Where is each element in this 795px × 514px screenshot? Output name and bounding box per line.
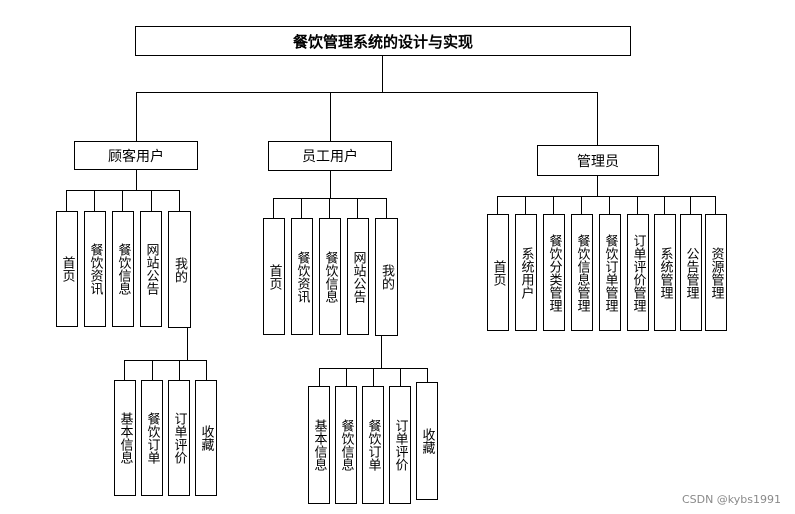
customer-mine-label: 餐饮订单 [144,412,160,464]
admin-item-label: 餐饮信息管理 [574,233,590,312]
staff-item-label: 我的 [379,264,394,290]
admin-item-review-mgmt: 订单评价管理 [627,214,649,331]
customer-item-label: 网站公告 [143,243,159,295]
customer-item-label: 餐饮信息 [115,243,131,295]
staff-item-food-info: 餐饮信息 [319,218,341,335]
admin-item-label: 首页 [490,259,506,286]
staff-item-label: 网站公告 [350,250,366,303]
staff-mine-label: 收藏 [419,428,435,454]
admin-item-label: 公告管理 [683,246,699,299]
admin-item-label: 资源管理 [708,246,724,299]
customer-mine-orders: 餐饮订单 [141,380,163,496]
staff-item-label: 首页 [266,263,282,290]
admin-item-system-mgmt: 系统管理 [654,214,676,331]
admin-role-label: 管理员 [577,153,619,170]
admin-role-box: 管理员 [537,145,659,176]
customer-role-label: 顾客用户 [108,148,164,165]
staff-item-label: 餐饮信息 [322,250,338,303]
root-title-box: 餐饮管理系统的设计与实现 [135,26,631,56]
customer-item-food-info: 餐饮信息 [112,211,134,327]
staff-mine-basic-info: 基本信息 [308,386,330,504]
staff-mine-food-info: 餐饮信息 [335,386,357,504]
admin-item-order-mgmt: 餐饮订单管理 [599,214,621,331]
customer-mine-label: 基本信息 [117,412,133,464]
admin-item-notice-mgmt: 公告管理 [680,214,702,331]
staff-item-home: 首页 [263,218,285,335]
admin-item-category-mgmt: 餐饮分类管理 [543,214,565,331]
staff-item-mine: 我的 [375,218,398,336]
customer-mine-reviews: 订单评价 [168,380,190,496]
staff-item-news: 餐饮资讯 [291,218,313,335]
admin-item-label: 系统用户 [518,246,534,299]
admin-item-label: 餐饮分类管理 [546,233,562,312]
staff-mine-label: 订单评价 [392,419,408,471]
customer-item-news: 餐饮资讯 [84,211,106,327]
customer-item-mine: 我的 [168,211,191,328]
customer-mine-basic-info: 基本信息 [114,380,136,496]
staff-mine-orders: 餐饮订单 [362,386,384,504]
staff-role-label: 员工用户 [302,149,358,165]
staff-mine-label: 餐饮订单 [365,419,381,471]
staff-item-notice: 网站公告 [347,218,369,335]
staff-mine-label: 基本信息 [311,419,327,471]
customer-item-label: 我的 [172,256,187,283]
staff-mine-favorites: 收藏 [416,382,438,500]
admin-item-food-info-mgmt: 餐饮信息管理 [571,214,593,331]
root-title: 餐饮管理系统的设计与实现 [292,32,473,51]
admin-item-resource-mgmt: 资源管理 [705,214,727,331]
admin-item-label: 餐饮订单管理 [602,233,618,312]
staff-mine-reviews: 订单评价 [389,386,411,504]
admin-item-label: 订单评价管理 [630,233,646,312]
customer-role-box: 顾客用户 [74,141,198,170]
staff-mine-label: 餐饮信息 [338,419,354,471]
customer-mine-label: 订单评价 [171,412,187,464]
staff-role-box: 员工用户 [268,141,392,171]
customer-item-notice: 网站公告 [140,211,162,327]
customer-mine-label: 收藏 [198,425,214,451]
admin-item-home: 首页 [487,214,509,331]
staff-item-label: 餐饮资讯 [294,250,310,303]
admin-item-label: 系统管理 [657,246,673,299]
customer-item-label: 首页 [59,256,75,282]
admin-item-system-users: 系统用户 [515,214,537,331]
watermark: CSDN @kybs1991 [681,493,781,506]
customer-item-label: 餐饮资讯 [87,243,103,295]
customer-item-home: 首页 [56,211,78,327]
customer-mine-favorites: 收藏 [195,380,217,496]
